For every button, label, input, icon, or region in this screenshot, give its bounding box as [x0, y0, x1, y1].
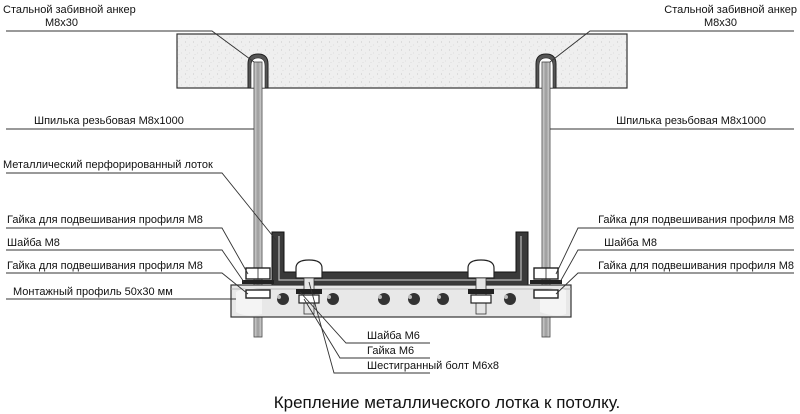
- label-nut-lower-left: Гайка для подвешивания профиля М8: [7, 260, 203, 272]
- label-tray: Металлический перфорированный лоток: [3, 159, 213, 171]
- bolt-m6-left: [295, 259, 323, 315]
- mounting-profile: [230, 284, 572, 318]
- label-anchor-right-line2: M8x30: [704, 17, 737, 29]
- stud-left: [253, 61, 263, 338]
- label-anchor-right-line1: Стальной забивной анкер: [664, 4, 797, 16]
- label-washer-right: Шайба М8: [604, 237, 657, 249]
- stud-right-hardware: [530, 267, 562, 299]
- label-bolt-m6: Шестигранный болт М6х8: [367, 360, 499, 372]
- label-nut-upper-right: Гайка для подвешивания профиля М8: [598, 214, 794, 226]
- label-anchor-left-line2: M8x30: [45, 17, 78, 29]
- label-stud-right: Шпилька резьбовая М8х1000: [616, 115, 766, 127]
- stud-right: [541, 61, 551, 338]
- label-profile: Монтажный профиль 50х30 мм: [13, 286, 173, 298]
- label-washer-m6: Шайба М6: [367, 330, 420, 342]
- leader-lines: [6, 30, 794, 374]
- label-nut-m6: Гайка М6: [367, 345, 414, 357]
- label-nut-lower-right: Гайка для подвешивания профиля М8: [598, 260, 794, 272]
- ceiling-slab: [176, 33, 628, 89]
- label-nut-upper-left: Гайка для подвешивания профиля М8: [7, 214, 203, 226]
- label-washer-left: Шайба М8: [7, 237, 60, 249]
- bolt-m6-right: [467, 259, 495, 315]
- label-stud-left: Шпилька резьбовая М8х1000: [34, 115, 184, 127]
- label-anchor-left-line1: Стальной забивной анкер: [3, 4, 136, 16]
- stud-left-hardware: [242, 267, 274, 299]
- diagram-caption: Крепление металлического лотка к потолку…: [274, 393, 620, 412]
